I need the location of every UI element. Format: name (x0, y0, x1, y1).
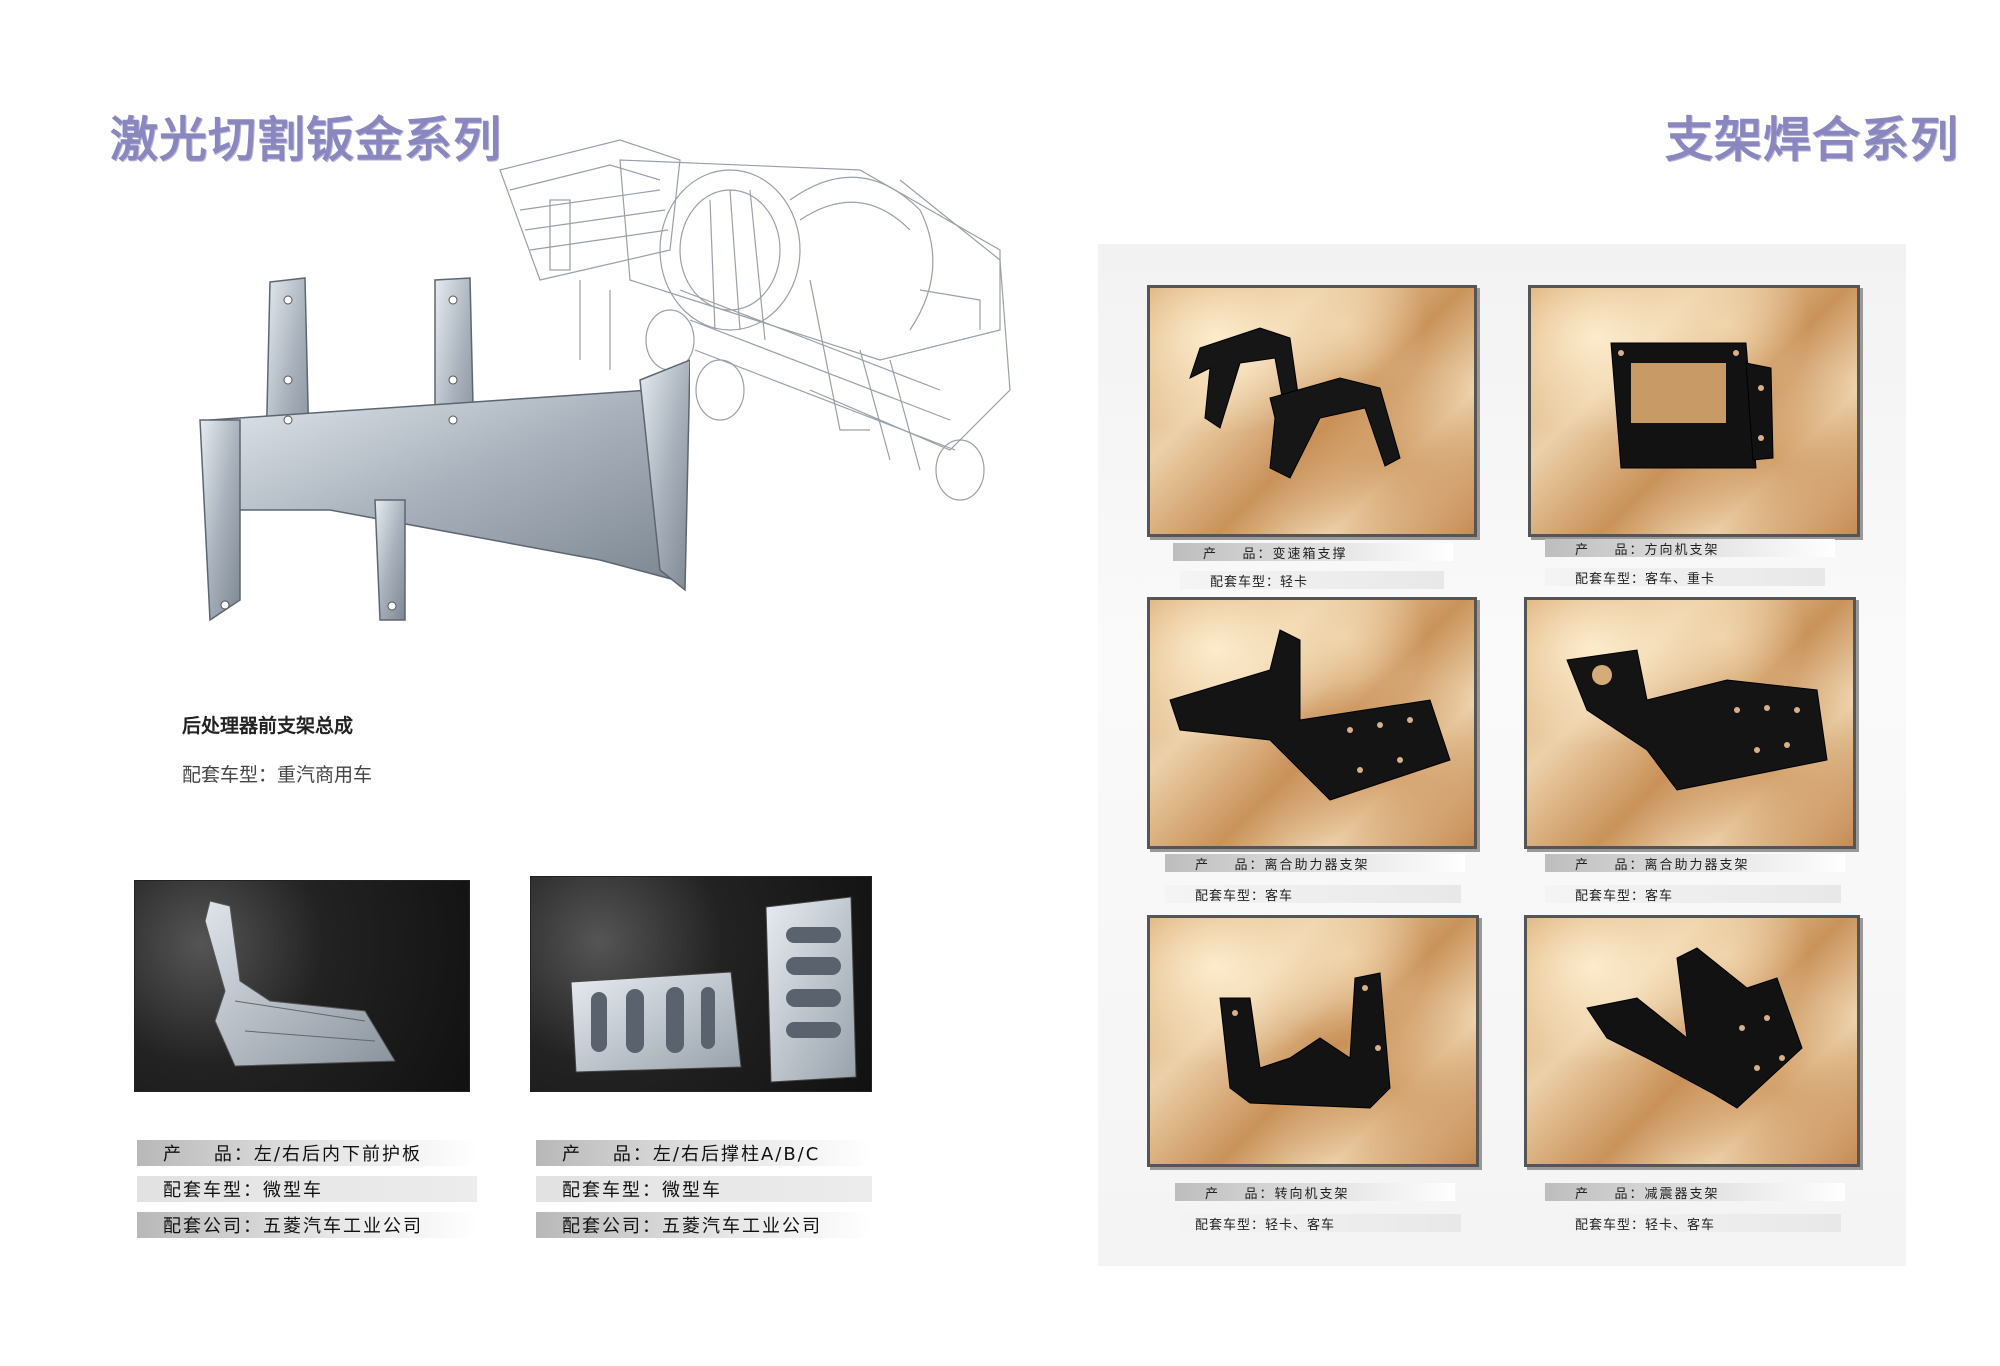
caption-model-value: 微型车 (662, 1180, 722, 1201)
product-photo-clutch-booster-bracket-b (1524, 597, 1856, 849)
hero-model-value: 重汽商用车 (277, 764, 373, 786)
caption-product-row: 产 品：左/右后内下前护板 (137, 1140, 477, 1166)
caption-model-value: 客车 (1265, 888, 1294, 904)
caption-product-value: 离合助力器支架 (1644, 857, 1750, 873)
gearbox-support-shape (1189, 327, 1401, 479)
hero-model-label: 配套车型： (182, 764, 278, 786)
caption-model-label: 配套车型： (163, 1180, 263, 1201)
caption-model-value: 微型车 (263, 1180, 323, 1201)
caption-company-value: 五菱汽车工业公司 (662, 1216, 822, 1237)
caption-model-label: 配套车型： (1575, 1217, 1646, 1233)
pillar-part-shape (570, 896, 857, 1083)
hero-part-image (199, 277, 690, 622)
caption-model-value: 客车 (1645, 888, 1674, 904)
right-caption-6-model: 配套车型：轻卡、客车 (1545, 1214, 1841, 1233)
caption-model-label: 配套车型： (1575, 571, 1646, 587)
caption-model-value: 轻卡、客车 (1265, 1217, 1336, 1233)
caption-product-label: 产 品： (1203, 546, 1273, 562)
product-photo-steering-bracket (1528, 285, 1860, 537)
clutch-bracket-a-shape (1169, 629, 1451, 801)
caption-company-label: 配套公司： (562, 1216, 662, 1237)
product-photo-front-guard (134, 880, 470, 1092)
left-section-title: 激光切割钣金系列 (110, 112, 503, 168)
caption-model-label: 配套车型： (1195, 1217, 1266, 1233)
left-product-caption-1: 产 品：左/右后内下前护板 配套车型：微型车 配套公司：五菱汽车工业公司 (137, 1140, 477, 1238)
caption-model-value: 轻卡、客车 (1645, 1217, 1716, 1233)
right-caption-4-product: 产 品：离合助力器支架 (1545, 854, 1845, 873)
product-photo-gearbox-support (1147, 285, 1477, 537)
left-product-caption-2: 产 品：左/右后撑柱A/B/C 配套车型：微型车 配套公司：五菱汽车工业公司 (536, 1140, 872, 1238)
caption-company-row: 配套公司：五菱汽车工业公司 (536, 1212, 872, 1238)
caption-company-label: 配套公司： (163, 1216, 263, 1237)
right-caption-5-product: 产 品：转向机支架 (1175, 1183, 1455, 1202)
caption-product-label: 产 品： (1575, 542, 1645, 558)
right-caption-1-model: 配套车型：轻卡 (1180, 571, 1444, 590)
product-photo-pillar (530, 876, 872, 1092)
truck-sketch-illustration (499, 139, 1011, 501)
caption-product-value: 方向机支架 (1644, 542, 1720, 558)
caption-product-value: 离合助力器支架 (1264, 857, 1370, 873)
product-photo-shock-absorber-bracket (1524, 915, 1860, 1167)
steering-gear-bracket-shape (1219, 972, 1391, 1109)
right-caption-6-product: 产 品：减震器支架 (1545, 1183, 1845, 1202)
right-caption-3-product: 产 品：离合助力器支架 (1165, 854, 1465, 873)
caption-product-label: 产 品： (1205, 1186, 1275, 1202)
caption-model-label: 配套车型： (562, 1180, 662, 1201)
caption-model-value: 客车、重卡 (1645, 571, 1716, 587)
shock-bracket-shape (1586, 947, 1803, 1109)
caption-company-row: 配套公司：五菱汽车工业公司 (137, 1212, 477, 1238)
caption-product-label: 产 品： (163, 1144, 254, 1165)
product-photo-steering-gear-bracket (1147, 915, 1479, 1167)
caption-product-value: 转向机支架 (1274, 1186, 1350, 1202)
caption-model-row: 配套车型：微型车 (137, 1176, 477, 1202)
caption-product-row: 产 品：左/右后撑柱A/B/C (536, 1140, 872, 1166)
hero-product-name: 后处理器前支架总成 (182, 715, 354, 737)
caption-product-label: 产 品： (1575, 857, 1645, 873)
caption-product-label: 产 品： (1195, 857, 1265, 873)
right-section-title: 支架焊合系列 (1665, 112, 1960, 168)
front-guard-part-shape (204, 900, 396, 1067)
caption-product-label: 产 品： (1575, 1186, 1645, 1202)
caption-model-label: 配套车型： (1195, 888, 1266, 904)
product-photo-clutch-booster-bracket-a (1147, 597, 1477, 849)
caption-model-value: 轻卡 (1280, 574, 1309, 590)
caption-product-value: 左/右后内下前护板 (253, 1144, 422, 1165)
right-caption-4-model: 配套车型：客车 (1545, 885, 1841, 904)
right-caption-5-model: 配套车型：轻卡、客车 (1165, 1214, 1461, 1233)
clutch-bracket-b-shape (1566, 649, 1828, 791)
caption-model-row: 配套车型：微型车 (536, 1176, 872, 1202)
caption-model-label: 配套车型： (1210, 574, 1281, 590)
caption-product-value: 减震器支架 (1644, 1186, 1720, 1202)
right-caption-2-product: 产 品：方向机支架 (1545, 539, 1835, 558)
caption-product-value: 变速箱支撑 (1272, 546, 1348, 562)
caption-model-label: 配套车型： (1575, 888, 1646, 904)
caption-product-label: 产 品： (562, 1144, 653, 1165)
hero-product-model: 配套车型：重汽商用车 (182, 760, 372, 787)
steering-bracket-shape (1610, 342, 1774, 469)
caption-company-value: 五菱汽车工业公司 (263, 1216, 423, 1237)
right-caption-1-product: 产 品：变速箱支撑 (1173, 543, 1453, 562)
caption-product-value: 左/右后撑柱A/B/C (652, 1144, 821, 1165)
right-caption-2-model: 配套车型：客车、重卡 (1545, 568, 1825, 587)
right-caption-3-model: 配套车型：客车 (1165, 885, 1461, 904)
